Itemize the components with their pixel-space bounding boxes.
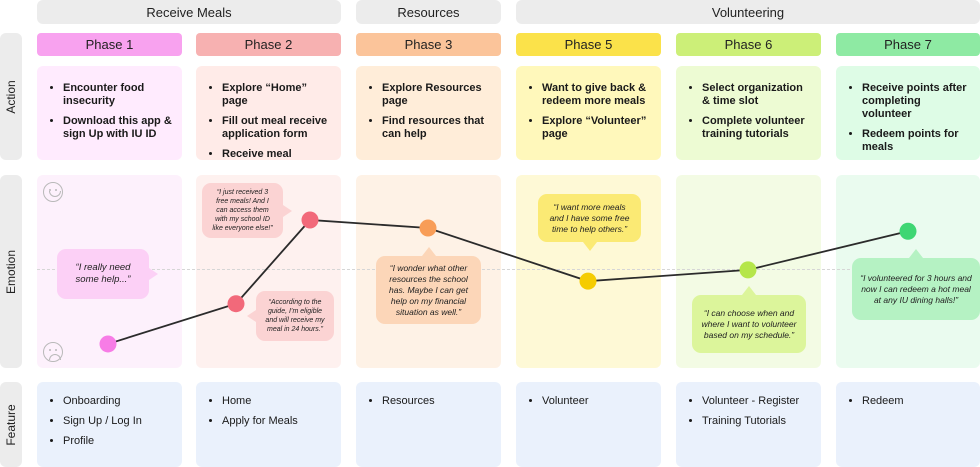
feature-card-6: Redeem — [836, 382, 980, 467]
section-receive-meals: Receive Meals — [37, 0, 341, 24]
feature-card-4: Volunteer — [516, 382, 661, 467]
phase-header-6: Phase 7 — [836, 33, 980, 56]
action-item: Select organization & time slot — [702, 82, 813, 108]
emotion-point — [419, 219, 437, 237]
action-list: Explore Resources pageFind resources tha… — [356, 66, 501, 141]
feature-item: Profile — [63, 435, 174, 448]
action-item: Fill out meal receive application form — [222, 115, 333, 141]
feature-list: Volunteer - RegisterTraining Tutorials — [676, 382, 821, 428]
emotion-point — [739, 261, 757, 279]
action-item: Explore “Home” page — [222, 82, 333, 108]
action-list: Want to give back & redeem more mealsExp… — [516, 66, 661, 141]
smiley-face-icon — [43, 182, 63, 202]
action-item: Want to give back & redeem more meals — [542, 82, 653, 108]
phase-header-5: Phase 6 — [676, 33, 821, 56]
neutral-baseline — [37, 269, 980, 270]
action-item: Receive meal — [222, 148, 333, 161]
emotion-point — [899, 222, 917, 240]
feature-list: Resources — [356, 382, 501, 408]
row-label-action: Action — [0, 33, 22, 160]
feature-card-5: Volunteer - RegisterTraining Tutorials — [676, 382, 821, 467]
row-label-feature: Feature — [0, 382, 22, 467]
action-card-3: Explore Resources pageFind resources tha… — [356, 66, 501, 160]
emotion-point — [227, 295, 245, 313]
feature-item: Sign Up / Log In — [63, 415, 174, 428]
feature-card-2: HomeApply for Meals — [196, 382, 341, 467]
action-card-6: Receive points after completing voluntee… — [836, 66, 980, 160]
quote-bubble-phase7: “I volunteered for 3 hours and now I can… — [852, 249, 980, 320]
quote-bubble-phase2-top: “I just received 3 free meals! And I can… — [202, 183, 292, 238]
action-card-5: Select organization & time slotComplete … — [676, 66, 821, 160]
quote-bubble-phase3: “I wonder what other resources the schoo… — [376, 247, 481, 324]
action-list: Encounter food insecurityDownload this a… — [37, 66, 182, 141]
action-item: Explore “Volunteer” page — [542, 115, 653, 141]
action-list: Explore “Home” pageFill out meal receive… — [196, 66, 341, 161]
feature-item: Apply for Meals — [222, 415, 333, 428]
feature-item: Onboarding — [63, 395, 174, 408]
row-label-emotion: Emotion — [0, 175, 22, 368]
phase-header-4: Phase 5 — [516, 33, 661, 56]
action-item: Download this app & sign Up with IU ID — [63, 115, 174, 141]
phase-header-3: Phase 3 — [356, 33, 501, 56]
section-resources: Resources — [356, 0, 501, 24]
feature-item: Resources — [382, 395, 493, 408]
feature-list: HomeApply for Meals — [196, 382, 341, 428]
action-item: Find resources that can help — [382, 115, 493, 141]
action-card-2: Explore “Home” pageFill out meal receive… — [196, 66, 341, 160]
emotion-point — [99, 335, 117, 353]
quote-bubble-phase5: “I want more meals and I have some free … — [538, 194, 641, 251]
phase-header-2: Phase 2 — [196, 33, 341, 56]
feature-item: Redeem — [862, 395, 972, 408]
action-item: Redeem points for meals — [862, 128, 972, 154]
feature-item: Training Tutorials — [702, 415, 813, 428]
quote-bubble-phase1: “I really need some help...” — [57, 249, 158, 299]
feature-card-3: Resources — [356, 382, 501, 467]
action-item: Explore Resources page — [382, 82, 493, 108]
action-list: Select organization & time slotComplete … — [676, 66, 821, 141]
quote-bubble-phase6: “I can choose when and where I want to v… — [692, 286, 806, 353]
sad-face-icon — [43, 342, 63, 362]
action-item: Encounter food insecurity — [63, 82, 174, 108]
action-card-4: Want to give back & redeem more mealsExp… — [516, 66, 661, 160]
feature-card-1: OnboardingSign Up / Log In Profile — [37, 382, 182, 467]
action-item: Complete volunteer training tutorials — [702, 115, 813, 141]
emotion-point — [301, 211, 319, 229]
action-list: Receive points after completing voluntee… — [836, 66, 980, 154]
feature-item: Volunteer — [542, 395, 653, 408]
action-card-1: Encounter food insecurityDownload this a… — [37, 66, 182, 160]
phase-header-1: Phase 1 — [37, 33, 182, 56]
section-volunteering: Volunteering — [516, 0, 980, 24]
feature-item: Volunteer - Register — [702, 395, 813, 408]
feature-list: OnboardingSign Up / Log In Profile — [37, 382, 182, 448]
quote-bubble-phase2-bottom: “According to the guide, I’m eligible an… — [247, 291, 334, 341]
emotion-point — [579, 272, 597, 290]
feature-list: Redeem — [836, 382, 980, 408]
feature-list: Volunteer — [516, 382, 661, 408]
action-item: Receive points after completing voluntee… — [862, 82, 972, 121]
feature-item: Home — [222, 395, 333, 408]
